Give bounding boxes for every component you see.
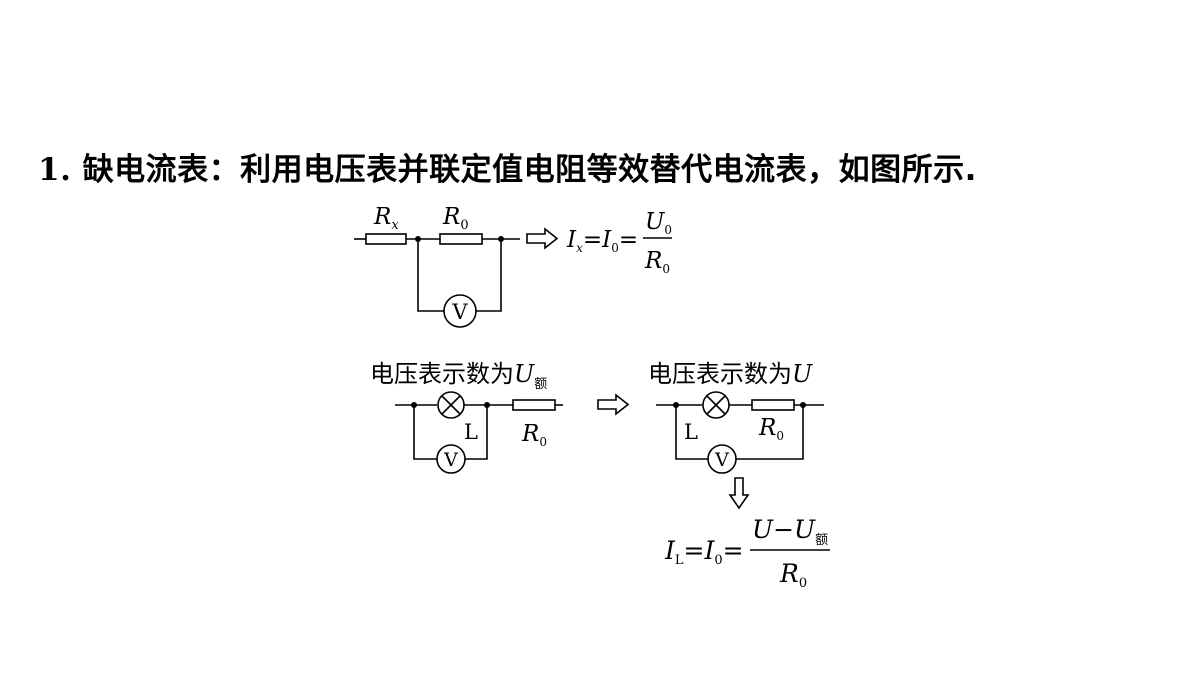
heading-text: 缺电流表：利用电压表并联定值电阻等效替代电流表，如图所示. [82,152,977,188]
resistor-r0-2 [512,399,556,411]
caption-2: 电压表示数为U额 [370,360,547,392]
label-rx: Rx [373,204,399,233]
voltmeter-1-label: V [451,300,468,324]
label-r0-1: R0 [442,204,469,233]
heading: 1. 缺电流表：利用电压表并联定值电阻等效替代电流表，如图所示. [38,152,977,188]
heading-number: 1 [38,152,61,188]
circuit-3: 电压表示数为U V L R0 [648,360,824,510]
arrow-right-icon [526,227,559,250]
arrow-right-icon [597,393,630,416]
lamp-3-label: L [684,420,698,444]
label-r0-3: R0 [758,415,784,443]
formula-final: IL=I0= U−U额 R0 [664,515,830,591]
circuit-2: 电压表示数为U额 V L R0 [370,360,630,474]
svg-text:R0: R0 [644,248,670,276]
resistor-r0-3 [751,399,795,411]
svg-text:IL=I0=: IL=I0= [664,536,744,568]
svg-text:R0: R0 [779,559,807,591]
svg-text:U0: U0 [645,209,672,237]
lamp-2-label: L [464,420,478,444]
caption-3: 电压表示数为U [648,360,813,388]
voltmeter-2-label: V [443,449,458,471]
resistor-rx [365,233,407,245]
voltmeter-2 [436,444,466,474]
svg-text:U−U额: U−U额 [752,515,828,548]
svg-text:Ix=I0=: Ix=I0= [566,227,638,255]
voltmeter-3 [707,444,737,474]
arrow-down-icon [728,477,750,510]
voltmeter-3-label: V [714,449,729,471]
formula-1: Ix=I0= U0 R0 [566,209,672,276]
circuit-1: V Rx R0 Ix=I0= U0 R0 [354,204,672,328]
voltmeter-1 [443,294,477,328]
label-r0-2: R0 [521,421,547,449]
resistor-r0 [439,233,483,245]
